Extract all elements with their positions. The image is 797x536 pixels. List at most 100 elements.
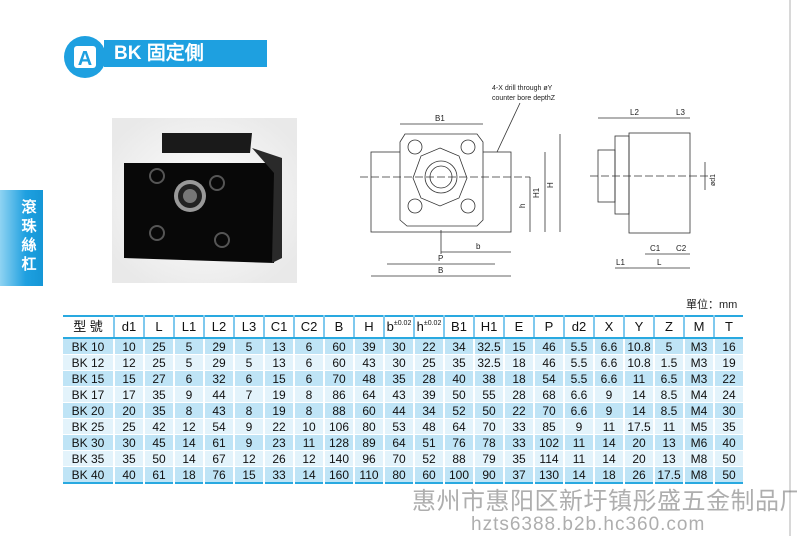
table-cell: 70 [383, 450, 414, 467]
table-cell: 18 [503, 354, 534, 371]
table-cell: 40 [443, 370, 474, 387]
table-cell: 9 [593, 386, 624, 403]
table-cell: 39 [413, 386, 444, 403]
table-cell: 9 [593, 402, 624, 419]
table-cell: 12 [233, 450, 264, 467]
category-label: 滾珠絲杠 [21, 199, 37, 273]
svg-text:h: h [518, 204, 527, 208]
column-header: L1 [173, 316, 204, 339]
column-header: B1 [443, 316, 474, 339]
table-cell: 6.6 [593, 354, 624, 371]
table-cell: 48 [413, 418, 444, 435]
table-cell: 20 [623, 434, 654, 451]
table-cell: 35 [503, 450, 534, 467]
table-cell: 35 [113, 450, 144, 467]
column-header: h±0.02 [413, 316, 444, 339]
table-cell: 17.5 [623, 418, 654, 435]
table-cell: 43 [383, 386, 414, 403]
table-cell: 5 [173, 354, 204, 371]
table-cell: 33 [503, 418, 534, 435]
table-cell: 14 [293, 466, 324, 484]
svg-text:B1: B1 [435, 114, 445, 123]
model-cell: BK 30 [63, 434, 114, 451]
column-header-label: h [416, 319, 424, 334]
table-cell: 35 [713, 418, 743, 435]
table-cell: 6.6 [563, 402, 594, 419]
table-cell: 20 [113, 402, 144, 419]
table-cell: 8 [293, 402, 324, 419]
table-cell: 78 [473, 434, 504, 451]
category-side-tab[interactable]: 滾珠絲杠 [0, 190, 43, 286]
column-header: L [143, 316, 174, 339]
table-cell: 32.5 [473, 354, 504, 371]
column-header: E [503, 316, 534, 339]
table-cell: 27 [143, 370, 174, 387]
table-cell: 25 [113, 418, 144, 435]
table-cell: 60 [413, 466, 444, 484]
table-cell: 9 [233, 418, 264, 435]
table-cell: M4 [683, 386, 714, 403]
table-cell: 15 [233, 466, 264, 484]
column-header: Z [653, 316, 684, 339]
column-header: B [323, 316, 354, 339]
section-title: BK 固定側 [104, 40, 267, 67]
svg-text:L3: L3 [676, 108, 685, 117]
svg-text:L2: L2 [630, 108, 639, 117]
table-cell: 80 [353, 418, 384, 435]
table-cell: 14 [623, 402, 654, 419]
table-cell: 61 [143, 466, 174, 484]
column-header: b±0.02 [383, 316, 414, 339]
table-cell: 5 [653, 338, 684, 355]
table-cell: 34 [443, 338, 474, 355]
table-cell: 114 [533, 450, 564, 467]
table-cell: 29 [203, 338, 234, 355]
table-cell: 50 [443, 386, 474, 403]
table-cell: 30 [113, 434, 144, 451]
table-cell: 54 [533, 370, 564, 387]
table-cell: 26 [623, 466, 654, 484]
table-cell: 46 [533, 354, 564, 371]
svg-text:4-X drill through øY: 4-X drill through øY [492, 85, 553, 92]
table-cell: 88 [443, 450, 474, 467]
table-cell: 6.6 [593, 370, 624, 387]
column-header-label: d1 [121, 319, 137, 334]
table-cell: 6 [293, 370, 324, 387]
table-cell: 60 [323, 338, 354, 355]
table-cell: 14 [563, 466, 594, 484]
table-cell: 22 [263, 418, 294, 435]
table-cell: 64 [353, 386, 384, 403]
column-header: H [353, 316, 384, 339]
table-cell: 9 [563, 418, 594, 435]
table-cell: 64 [383, 434, 414, 451]
table-cell: 76 [203, 466, 234, 484]
svg-text:L1: L1 [616, 258, 625, 267]
column-header: d1 [113, 316, 144, 339]
column-header-label: H1 [480, 319, 498, 334]
table-cell: 37 [503, 466, 534, 484]
table-cell: 70 [473, 418, 504, 435]
table-cell: 30 [383, 338, 414, 355]
table-cell: 52 [413, 450, 444, 467]
table-cell: 140 [323, 450, 354, 467]
table-cell: M3 [683, 370, 714, 387]
table-cell: 8 [293, 386, 324, 403]
watermark-url: hzts6388.b2b.hc360.com [471, 514, 706, 535]
table-cell: 64 [443, 418, 474, 435]
table-cell: 28 [413, 370, 444, 387]
table-cell: 44 [203, 386, 234, 403]
column-header: L2 [203, 316, 234, 339]
table-cell: 19 [263, 386, 294, 403]
tolerance-label: ±0.02 [423, 320, 442, 327]
model-cell: BK 12 [63, 354, 114, 371]
watermark-company: 惠州市惠阳区新圩镇彤盛五金制品厂 [412, 488, 797, 515]
table-cell: 60 [353, 402, 384, 419]
table-cell: 85 [533, 418, 564, 435]
table-cell: 11 [593, 418, 624, 435]
table-cell: 106 [323, 418, 354, 435]
column-header-label: L [155, 319, 163, 334]
table-cell: 14 [173, 434, 204, 451]
column-header: M [683, 316, 714, 339]
